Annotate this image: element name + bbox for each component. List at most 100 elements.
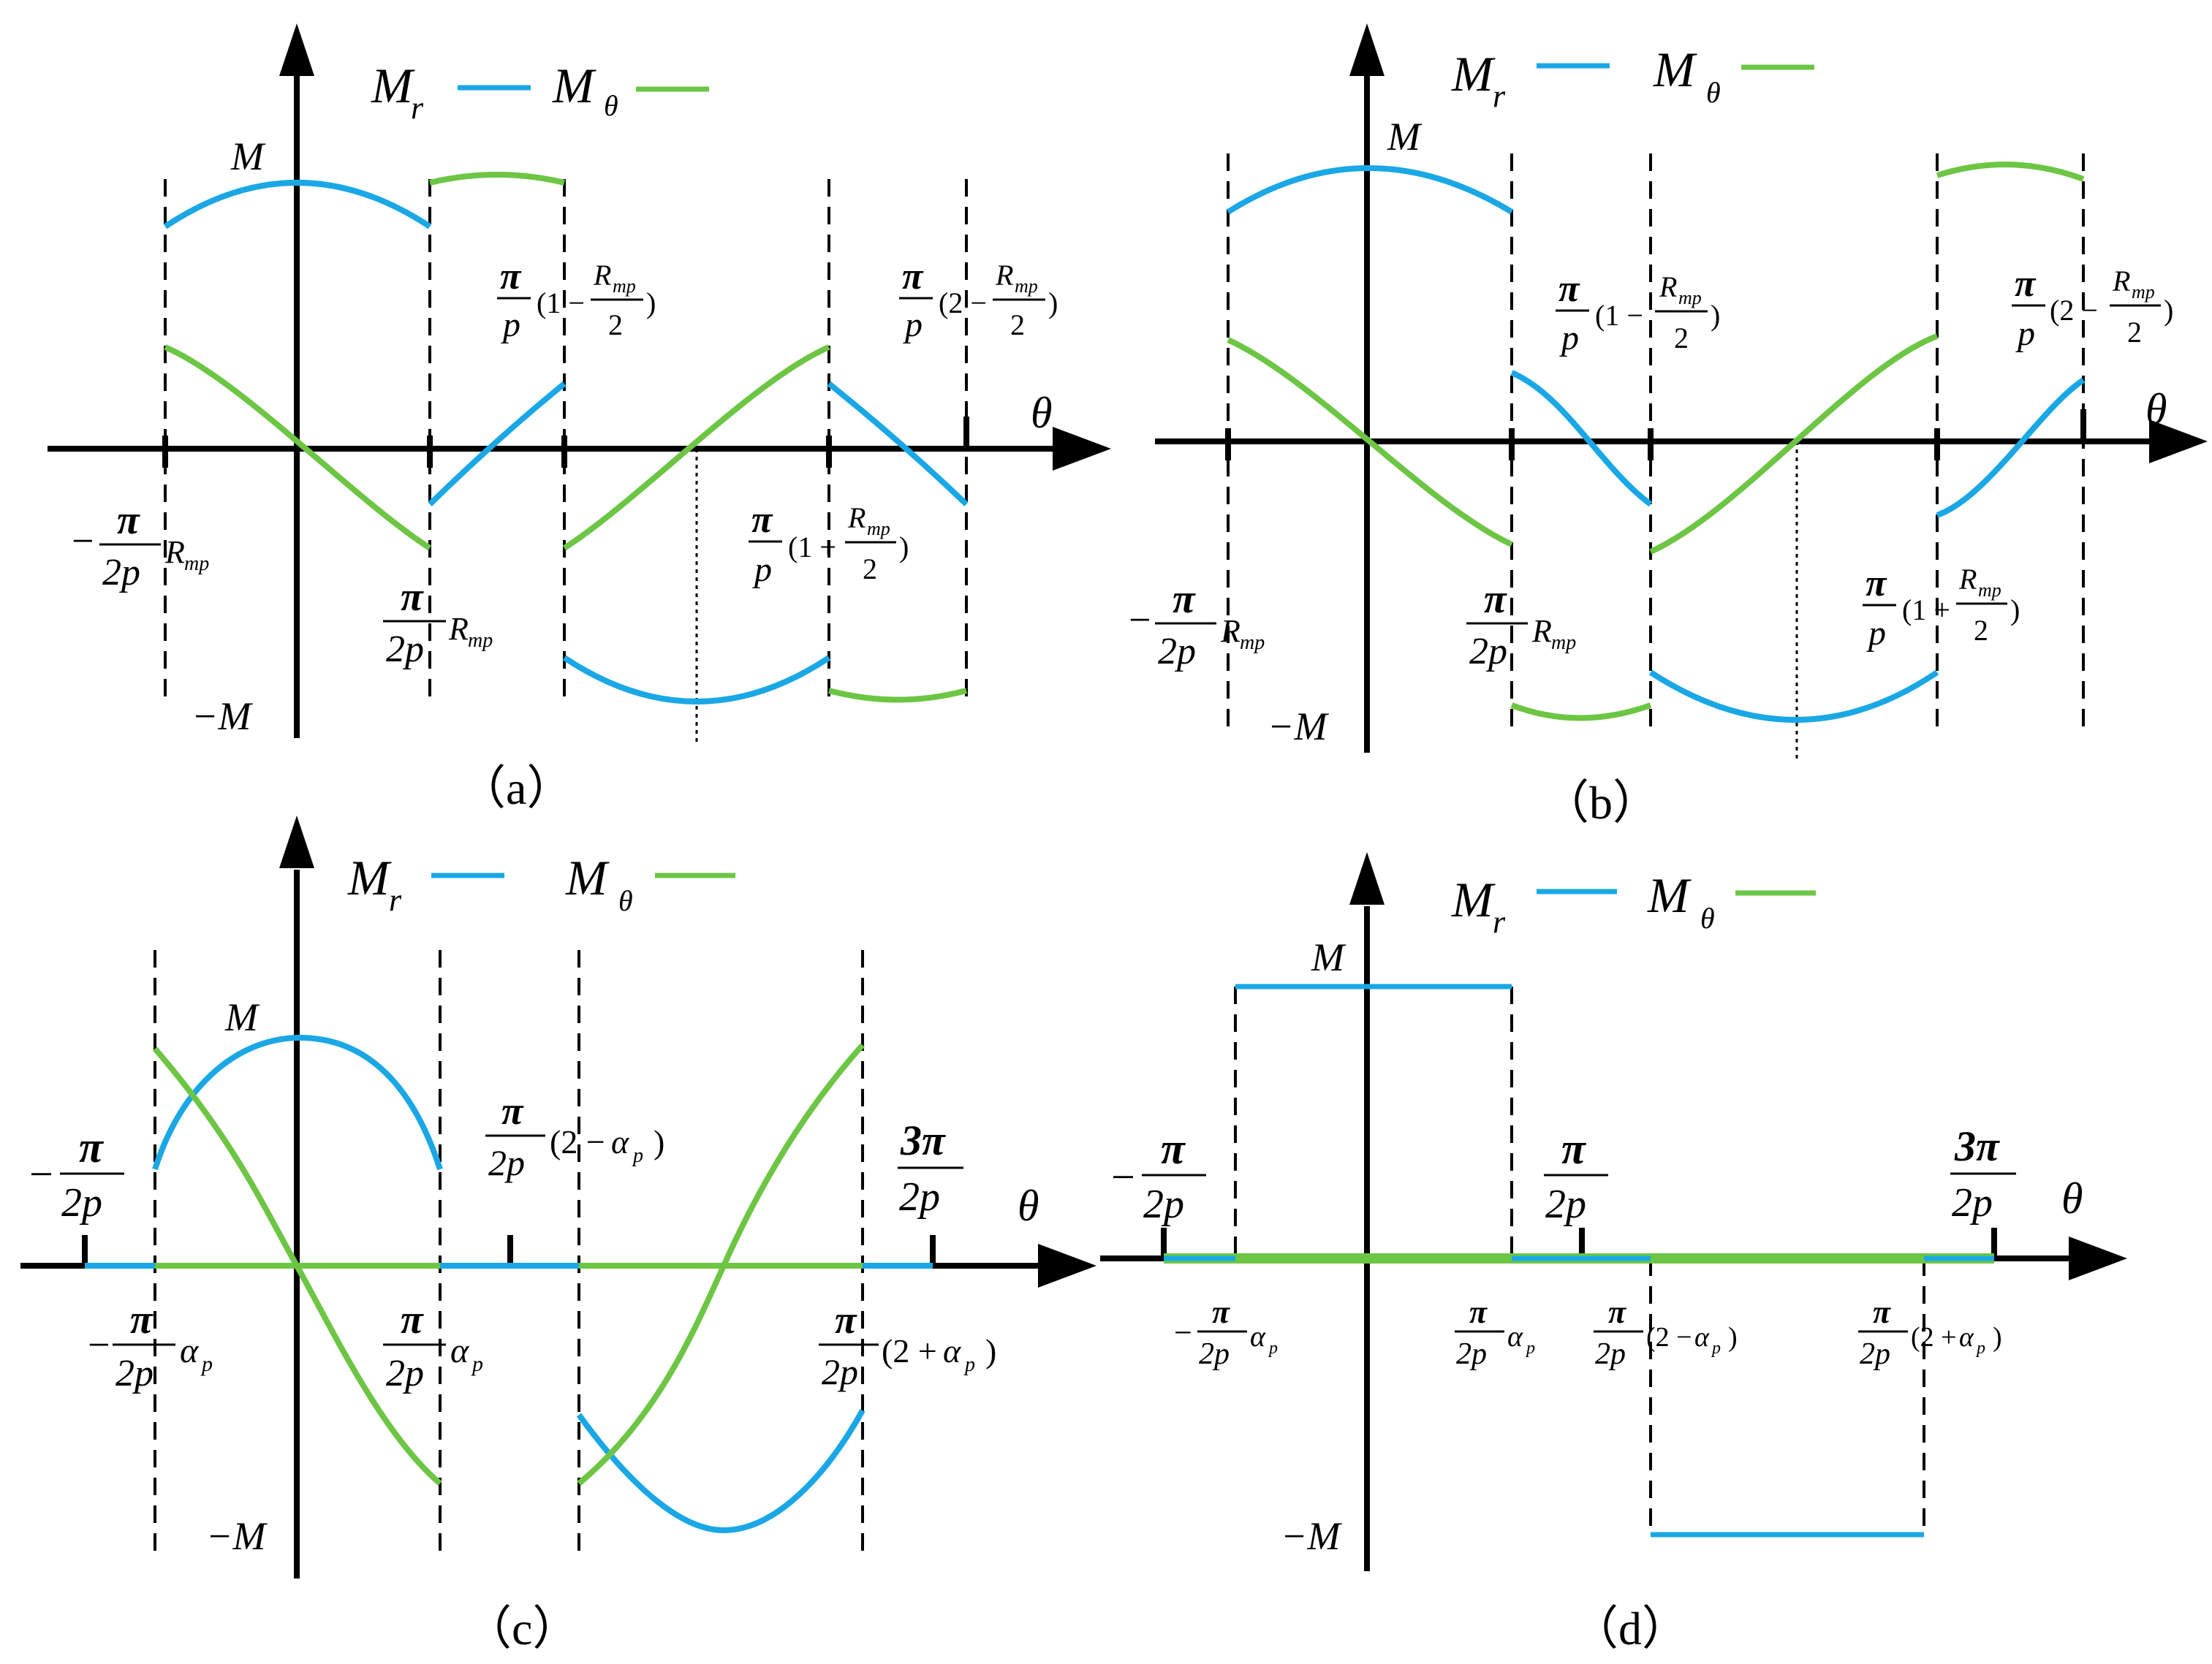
svg-text:r: r bbox=[1493, 904, 1506, 940]
svg-text:π: π bbox=[1161, 1125, 1186, 1173]
svg-text:3π: 3π bbox=[1954, 1122, 2000, 1170]
panel-d: M r M θ θ M −M − π 2p π 2p 3π 2p − π bbox=[1100, 852, 2127, 1654]
mtheta-series bbox=[152, 1043, 865, 1486]
theta-label: θ bbox=[2061, 1174, 2083, 1223]
tick-label-c5: π 2p (2 + α p ) bbox=[819, 1298, 996, 1392]
svg-text:R: R bbox=[1531, 613, 1552, 649]
svg-text:2: 2 bbox=[1010, 308, 1025, 341]
svg-text:R: R bbox=[1958, 563, 1977, 596]
m-label: M bbox=[230, 134, 266, 178]
svg-text:π: π bbox=[1561, 1125, 1587, 1173]
svg-text:): ) bbox=[985, 1332, 996, 1369]
svg-text:α: α bbox=[1959, 1322, 1974, 1353]
tick-label-d1: − π 2p bbox=[1111, 1125, 1206, 1227]
svg-text:mp: mp bbox=[1551, 631, 1576, 654]
svg-text:π: π bbox=[2015, 263, 2037, 305]
svg-text:p: p bbox=[752, 550, 772, 589]
svg-text:−: − bbox=[1129, 598, 1151, 642]
svg-text:R: R bbox=[1220, 613, 1241, 649]
legend: M r M θ bbox=[347, 850, 735, 918]
tick-label-b1: − π 2p R mp bbox=[1129, 577, 1265, 672]
svg-text:p: p bbox=[1975, 1339, 1985, 1358]
tick-label-b4: π p (1 + R mp 2 ) bbox=[1863, 563, 2020, 653]
svg-text:R: R bbox=[995, 259, 1013, 292]
svg-text:α: α bbox=[611, 1123, 629, 1160]
tick-label-d2: π 2p bbox=[1544, 1125, 1608, 1227]
svg-text:p: p bbox=[200, 1352, 213, 1376]
x-axis-arrow bbox=[1038, 1244, 1096, 1288]
svg-text:p: p bbox=[903, 305, 923, 344]
svg-text:R: R bbox=[448, 611, 469, 647]
tick-label-d4: − π 2p α p bbox=[1174, 1294, 1278, 1371]
svg-text:α: α bbox=[1250, 1320, 1266, 1353]
svg-text:M: M bbox=[1647, 867, 1692, 923]
theta-label: θ bbox=[1018, 1182, 1039, 1230]
svg-text:p: p bbox=[1866, 614, 1886, 653]
mtheta-series bbox=[1227, 162, 2085, 721]
svg-text:α: α bbox=[1507, 1320, 1523, 1353]
tick-label-c4: π 2p (2 − α p ) bbox=[485, 1089, 664, 1183]
svg-text:2p: 2p bbox=[1199, 1337, 1230, 1371]
svg-text:(2 −: (2 − bbox=[2050, 294, 2098, 327]
svg-text:2p: 2p bbox=[1158, 631, 1196, 672]
svg-text:−: − bbox=[1174, 1315, 1192, 1350]
tick-marks bbox=[162, 417, 969, 468]
svg-text:r: r bbox=[389, 882, 402, 918]
svg-text:): ) bbox=[899, 531, 909, 563]
svg-text:α: α bbox=[1694, 1322, 1710, 1353]
svg-text:π: π bbox=[1484, 577, 1507, 622]
caption-b: （b） bbox=[1542, 777, 1659, 829]
svg-text:2: 2 bbox=[608, 308, 623, 341]
svg-text:π: π bbox=[117, 498, 140, 543]
tick-label-c6: 3π 2p bbox=[898, 1117, 963, 1220]
svg-text:2p: 2p bbox=[102, 552, 140, 593]
svg-text:p: p bbox=[632, 1144, 643, 1167]
x-axis-arrow bbox=[1053, 427, 1111, 471]
svg-text:π: π bbox=[401, 1297, 424, 1342]
caption-a: （a） bbox=[459, 762, 573, 814]
svg-text:mp: mp bbox=[468, 629, 493, 652]
svg-text:2p: 2p bbox=[488, 1142, 525, 1183]
svg-text:M: M bbox=[1451, 46, 1496, 102]
caption-d: （d） bbox=[1572, 1603, 1689, 1654]
svg-text:p: p bbox=[1711, 1339, 1721, 1358]
svg-text:(2 +: (2 + bbox=[1911, 1322, 1957, 1353]
dashed-guides bbox=[154, 950, 864, 1557]
svg-text:M: M bbox=[347, 850, 392, 905]
tick-label-c3: π 2p α p bbox=[383, 1297, 483, 1394]
neg-m-label: −M bbox=[206, 1514, 268, 1558]
x-axis-arrow bbox=[2149, 419, 2208, 463]
svg-text:): ) bbox=[654, 1123, 664, 1160]
neg-m-label: −M bbox=[192, 694, 253, 738]
svg-text:M: M bbox=[371, 58, 415, 113]
svg-text:mp: mp bbox=[1978, 580, 2001, 601]
svg-text:(1 +: (1 + bbox=[1902, 593, 1950, 626]
tick-label-a5: π p (2 − R mp 2 ) bbox=[899, 256, 1058, 344]
svg-text:π: π bbox=[1873, 1294, 1891, 1330]
mtheta-series bbox=[164, 172, 968, 703]
svg-text:2p: 2p bbox=[1595, 1337, 1626, 1371]
tick-label-b3: π p (1 − R mp 2 ) bbox=[1556, 268, 1720, 357]
svg-text:(2 −: (2 − bbox=[939, 286, 987, 319]
tick-marks bbox=[1225, 409, 2086, 460]
svg-text:mp: mp bbox=[1015, 276, 1038, 297]
svg-text:r: r bbox=[411, 90, 424, 126]
svg-text:mp: mp bbox=[1678, 287, 1702, 308]
svg-text:2p: 2p bbox=[1143, 1182, 1184, 1227]
svg-text:(2 −: (2 − bbox=[550, 1123, 605, 1160]
tick-label-b2: π 2p R mp bbox=[1466, 577, 1576, 672]
x-axis-arrow bbox=[2069, 1236, 2127, 1280]
tick-label-a2: π 2p R mp bbox=[383, 574, 493, 670]
svg-text:M: M bbox=[1653, 42, 1697, 97]
svg-text:): ) bbox=[1048, 286, 1058, 319]
svg-text:π: π bbox=[500, 256, 522, 297]
svg-text:mp: mp bbox=[1240, 631, 1265, 654]
svg-text:R: R bbox=[1659, 270, 1677, 303]
svg-text:r: r bbox=[1493, 78, 1506, 114]
panel-c: M r M θ θ M −M − π 2p − π 2p α p π 2p α bbox=[20, 816, 1096, 1654]
svg-text:θ: θ bbox=[1706, 76, 1721, 109]
svg-text:p: p bbox=[2015, 314, 2035, 353]
svg-text:R: R bbox=[593, 259, 611, 292]
svg-text:2p: 2p bbox=[899, 1174, 940, 1220]
svg-text:R: R bbox=[2112, 265, 2130, 297]
